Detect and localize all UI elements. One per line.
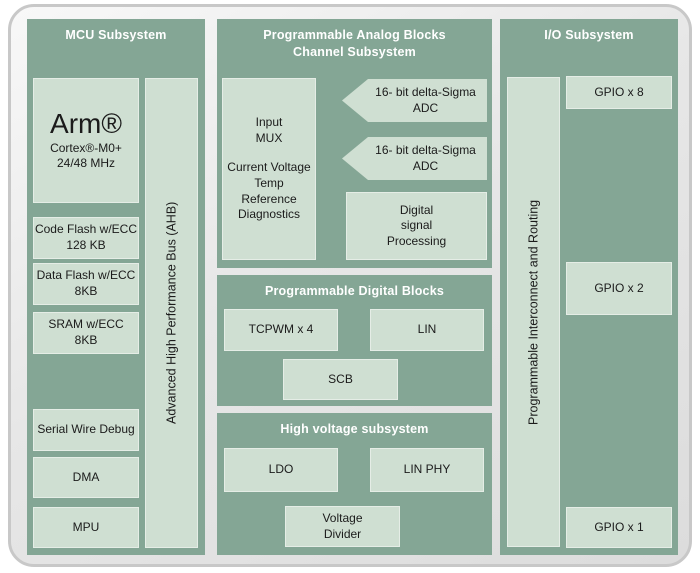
- current-voltage-label: Current Voltage: [227, 160, 311, 175]
- mcu-subsystem-title: MCU Subsystem: [65, 28, 167, 42]
- lin-phy-label: LIN PHY: [403, 462, 451, 477]
- analog-subsystem-title: Programmable Analog Blocks Channel Subsy…: [217, 19, 492, 61]
- delta-sigma-adc-2-block: 16- bit delta-Sigma ADC: [342, 137, 487, 180]
- data-flash-size: 8KB: [74, 284, 98, 298]
- serial-wire-debug-label: Serial Wire Debug: [37, 422, 135, 437]
- data-flash-block: Data Flash w/ECC 8KB: [33, 263, 139, 305]
- adc2-label: 16- bit delta-Sigma: [375, 142, 476, 157]
- mpu-label: MPU: [72, 519, 100, 534]
- dsp-label3: Processing: [386, 233, 447, 248]
- scb-block: SCB: [283, 359, 398, 400]
- lin-phy-block: LIN PHY: [370, 448, 484, 492]
- dsp-label2: signal: [400, 218, 433, 233]
- delta-sigma-adc-1-block: 16- bit delta-Sigma ADC: [342, 79, 487, 122]
- sram-size: 8KB: [74, 333, 98, 347]
- gpio-x1-block: GPIO x 1: [566, 507, 672, 548]
- voltage-divider-block: Voltage Divider: [285, 506, 400, 547]
- lin-block: LIN: [370, 309, 484, 351]
- dsp-label1: Digital: [399, 202, 434, 217]
- reference-label: Reference: [241, 191, 297, 206]
- voltage-divider-label1: Voltage: [322, 510, 363, 525]
- gpio-x2-block: GPIO x 2: [566, 262, 672, 315]
- analog-title-line2: Channel Subsystem: [293, 44, 416, 59]
- gpio-x1-label: GPIO x 1: [594, 519, 644, 534]
- mpu-block: MPU: [33, 507, 139, 548]
- input-mux-label: Input: [255, 115, 283, 130]
- ldo-block: LDO: [224, 448, 338, 492]
- code-flash-label: Code Flash w/ECC: [34, 222, 138, 237]
- tcpwm-block: TCPWM x 4: [224, 309, 338, 351]
- scb-label: SCB: [328, 371, 353, 386]
- adc1-label: 16- bit delta-Sigma: [375, 84, 476, 99]
- analog-title-line1: Programmable Analog Blocks: [263, 28, 446, 42]
- lin-label: LIN: [417, 322, 437, 337]
- interconnect-routing-label: Programmable Interconnect and Routing: [526, 199, 541, 425]
- input-mux-block: Input MUX Current Voltage Temp Reference…: [222, 78, 316, 260]
- arm-clock-label: 24/48 MHz: [56, 156, 116, 171]
- ahb-bus-bar: Advanced High Performance Bus (AHB): [145, 78, 198, 548]
- data-flash-label: Data Flash w/ECC: [36, 268, 136, 283]
- high-voltage-title: High voltage subsystem: [280, 422, 429, 436]
- interconnect-routing-bar: Programmable Interconnect and Routing: [507, 77, 560, 547]
- io-subsystem-title: I/O Subsystem: [544, 28, 634, 42]
- ldo-label: LDO: [268, 462, 294, 477]
- sram-block: SRAM w/ECC 8KB: [33, 312, 139, 354]
- diagnostics-label: Diagnostics: [237, 207, 301, 222]
- temp-label: Temp: [254, 176, 284, 190]
- digital-signal-processing-block: Digital signal Processing: [346, 192, 487, 260]
- digital-blocks-title: Programmable Digital Blocks: [264, 284, 445, 298]
- input-mux-label2: MUX: [255, 130, 283, 145]
- dma-block: DMA: [33, 457, 139, 498]
- dma-label: DMA: [72, 469, 100, 484]
- arm-brand-label: Arm®: [50, 108, 122, 140]
- serial-wire-debug-block: Serial Wire Debug: [33, 409, 139, 451]
- adc2-label2: ADC: [412, 158, 439, 173]
- adc1-label2: ADC: [412, 100, 439, 115]
- sram-label: SRAM w/ECC: [48, 317, 124, 332]
- gpio-x8-label: GPIO x 8: [594, 84, 644, 99]
- voltage-divider-label2: Divider: [323, 526, 362, 541]
- gpio-x8-block: GPIO x 8: [566, 76, 672, 109]
- code-flash-block: Code Flash w/ECC 128 KB: [33, 217, 139, 259]
- gpio-x2-label: GPIO x 2: [594, 280, 644, 295]
- arm-core-label: Cortex®-M0+: [50, 140, 122, 155]
- arm-core-block: Arm® Cortex®-M0+ 24/48 MHz: [33, 78, 139, 203]
- ahb-bus-label: Advanced High Performance Bus (AHB): [164, 201, 179, 425]
- tcpwm-label: TCPWM x 4: [248, 322, 314, 337]
- code-flash-size: 128 KB: [66, 238, 106, 252]
